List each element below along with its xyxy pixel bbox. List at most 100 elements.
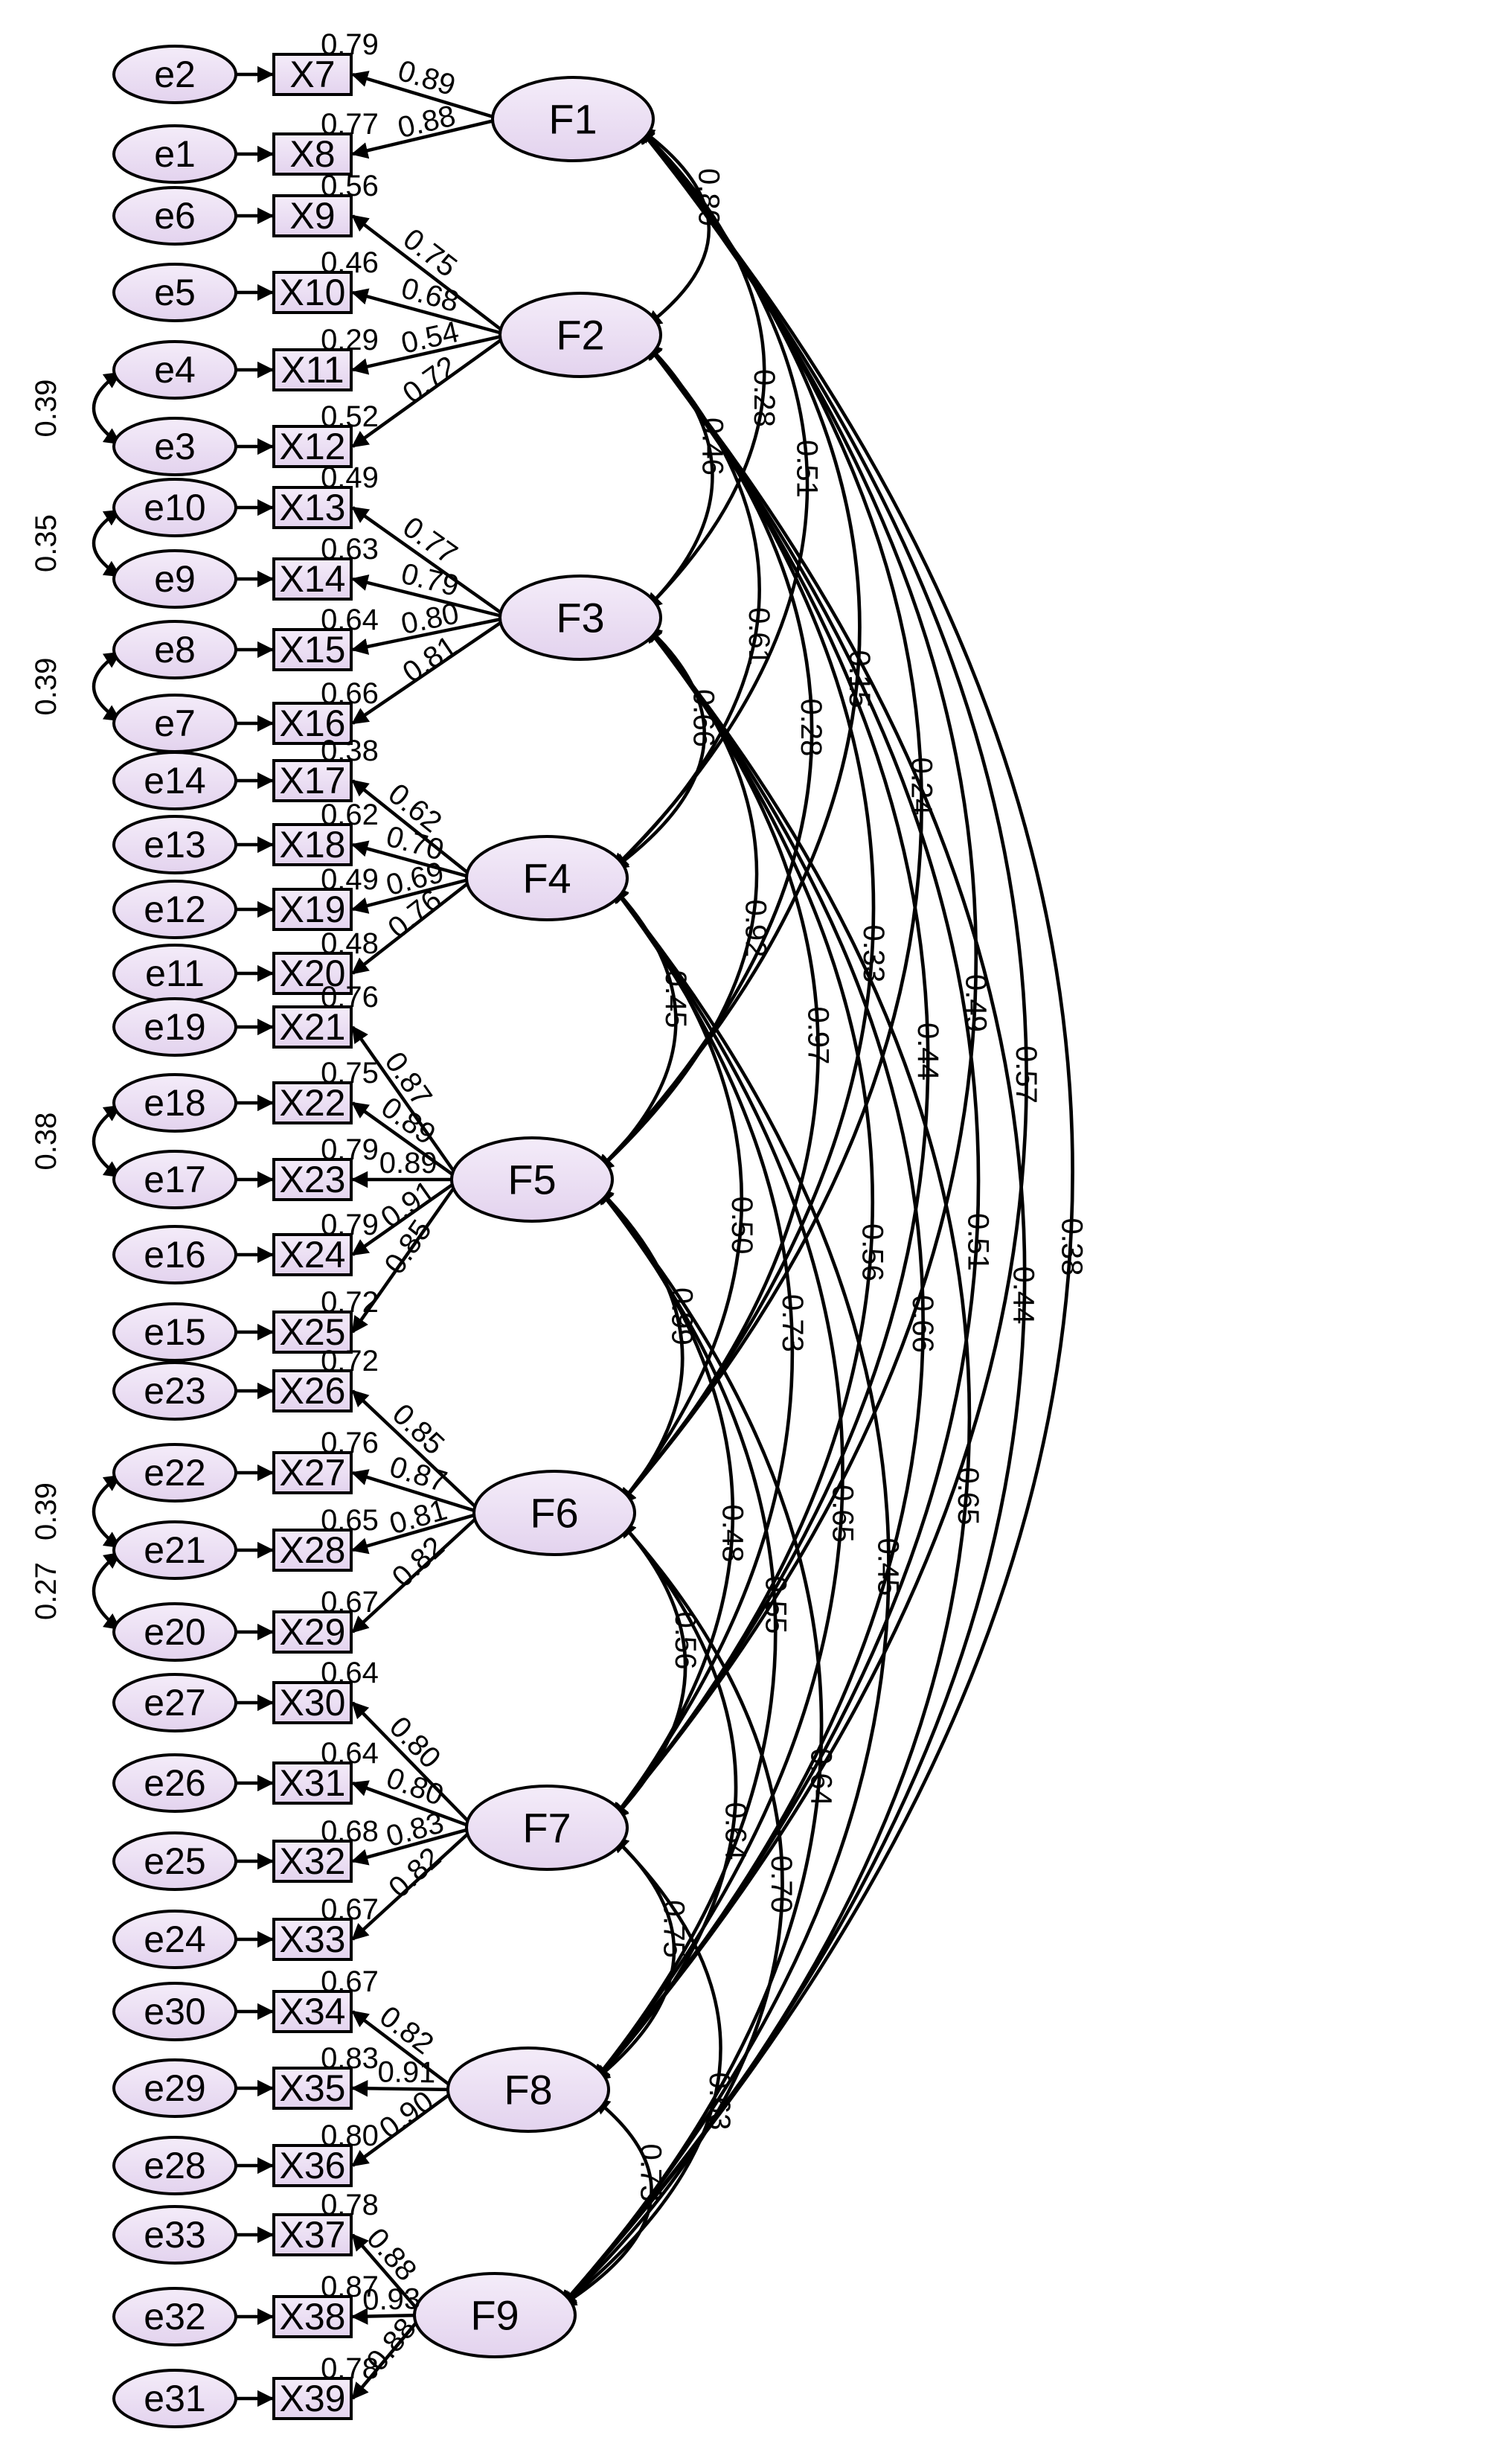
indicator-box xyxy=(272,1990,353,2033)
indicator-label: X16 xyxy=(280,703,346,744)
r-squared-label: 0.78 xyxy=(321,2189,379,2221)
correlation-label: 0.61 xyxy=(743,607,775,665)
factor-correlation-layer xyxy=(559,127,1074,2308)
indicator-box xyxy=(272,1610,353,1654)
latent-factor-node xyxy=(499,575,662,661)
indicator-box xyxy=(272,2067,353,2110)
error-term-label: e22 xyxy=(144,1452,205,1494)
correlation-arc-f4-f7 xyxy=(611,886,794,1820)
error-term-label: e1 xyxy=(154,133,196,175)
indicator-box xyxy=(272,823,353,866)
error-covariance-arc xyxy=(92,651,121,722)
error-covariance-arc xyxy=(92,1474,121,1549)
error-covariance-arc xyxy=(92,509,121,577)
error-covariance-arc xyxy=(92,1552,121,1631)
correlation-label: 0.65 xyxy=(826,1485,859,1543)
loading-path-arrow xyxy=(351,1101,461,1181)
error-term-label: e32 xyxy=(144,2296,205,2337)
loading-path-arrow xyxy=(350,71,501,121)
error-term-node xyxy=(112,124,237,184)
latent-factor-node xyxy=(446,2047,610,2133)
indicator-label: X34 xyxy=(280,1991,346,2032)
indicator-label: X21 xyxy=(280,1006,346,1048)
loading-label: 0.89 xyxy=(379,1147,437,1180)
error-term-label: e26 xyxy=(144,1762,205,1804)
indicator-box xyxy=(272,2213,353,2256)
correlation-arc-f3-f9 xyxy=(559,625,972,2308)
latent-factor-node xyxy=(499,292,662,378)
error-term-node xyxy=(112,1443,237,1503)
loading-path-arrow xyxy=(350,288,509,337)
loading-path-arrow xyxy=(350,2308,423,2325)
error-term-node xyxy=(112,1073,237,1133)
r-squared-label: 0.49 xyxy=(321,863,379,896)
error-term-label: e6 xyxy=(154,195,196,237)
error-term-node xyxy=(112,549,237,609)
indicator-label: X18 xyxy=(280,824,346,865)
indicator-box xyxy=(272,1681,353,1724)
indicator-box xyxy=(272,1158,353,1201)
error-term-node xyxy=(112,45,237,104)
error-term-node xyxy=(112,1910,237,1969)
r-squared-label: 0.38 xyxy=(321,735,379,767)
correlation-label: 0.46 xyxy=(696,417,728,476)
error-term-label: e5 xyxy=(154,272,196,313)
error-term-label: e11 xyxy=(145,953,205,994)
r-squared-label: 0.79 xyxy=(321,28,379,61)
correlation-arc-f7-f9 xyxy=(559,1835,722,2308)
indicator-label: X15 xyxy=(280,629,346,671)
indicator-label: X20 xyxy=(280,953,346,994)
indicator-label: X11 xyxy=(281,349,344,391)
error-term-label: e24 xyxy=(144,1919,205,1960)
error-term-node xyxy=(112,1225,237,1284)
loading-path-arrow xyxy=(351,1178,461,1334)
indicator-label: X25 xyxy=(280,1311,346,1353)
r-squared-label: 0.72 xyxy=(321,1345,379,1377)
error-covariance-arc xyxy=(92,1104,121,1178)
indicator-label: X26 xyxy=(280,1370,346,1412)
indicator-label: X28 xyxy=(280,1529,346,1571)
indicator-label: X32 xyxy=(280,1840,346,1882)
latent-factor-label: F9 xyxy=(470,2292,519,2339)
r-squared-label: 0.48 xyxy=(321,927,379,960)
r-squared-label: 0.65 xyxy=(321,1504,379,1537)
indicator-box xyxy=(272,271,353,314)
indicator-label: X27 xyxy=(280,1452,346,1494)
loading-path-arrow xyxy=(351,2010,458,2091)
error-term-node xyxy=(112,620,237,679)
error-term-node xyxy=(112,2287,237,2346)
loading-path-arrow xyxy=(351,1025,461,1181)
error-term-label: e4 xyxy=(154,349,196,391)
correlation-arc-f3-f8 xyxy=(592,625,925,2082)
loading-path-arrow xyxy=(350,574,509,620)
correlation-arc-f2-f8 xyxy=(592,342,981,2082)
error-term-label: e30 xyxy=(144,1991,205,2032)
error-term-node xyxy=(112,1602,237,1662)
indicator-box xyxy=(272,2144,353,2187)
r-squared-label: 0.64 xyxy=(321,1657,379,1689)
correlation-label: 0.33 xyxy=(857,925,890,983)
correlation-label: 0.55 xyxy=(759,1576,792,1634)
indicator-box xyxy=(272,1840,353,1883)
error-term-label: e31 xyxy=(144,2378,205,2419)
correlation-label: 0.28 xyxy=(748,369,780,427)
loading-path-arrow xyxy=(350,333,509,375)
loading-label: 0.91 xyxy=(377,2055,435,2089)
correlation-label: 0.70 xyxy=(765,1855,798,1913)
error-term-node xyxy=(112,417,237,476)
error-term-node xyxy=(112,997,237,1057)
indicator-label: X38 xyxy=(280,2296,346,2337)
indicator-label: X14 xyxy=(280,558,346,600)
indicator-box xyxy=(272,1233,353,1276)
correlation-label: 0.99 xyxy=(666,1287,699,1345)
correlation-label: 0.75 xyxy=(658,1900,690,1958)
path-layer xyxy=(236,65,510,2407)
latent-factor-label: F1 xyxy=(548,96,597,143)
error-term-label: e2 xyxy=(154,54,196,95)
error-term-label: e12 xyxy=(144,889,205,930)
latent-factor-node xyxy=(491,76,655,162)
r-squared-label: 0.78 xyxy=(321,2352,379,2385)
r-squared-label: 0.83 xyxy=(321,2042,379,2075)
r-squared-label: 0.76 xyxy=(321,981,379,1014)
